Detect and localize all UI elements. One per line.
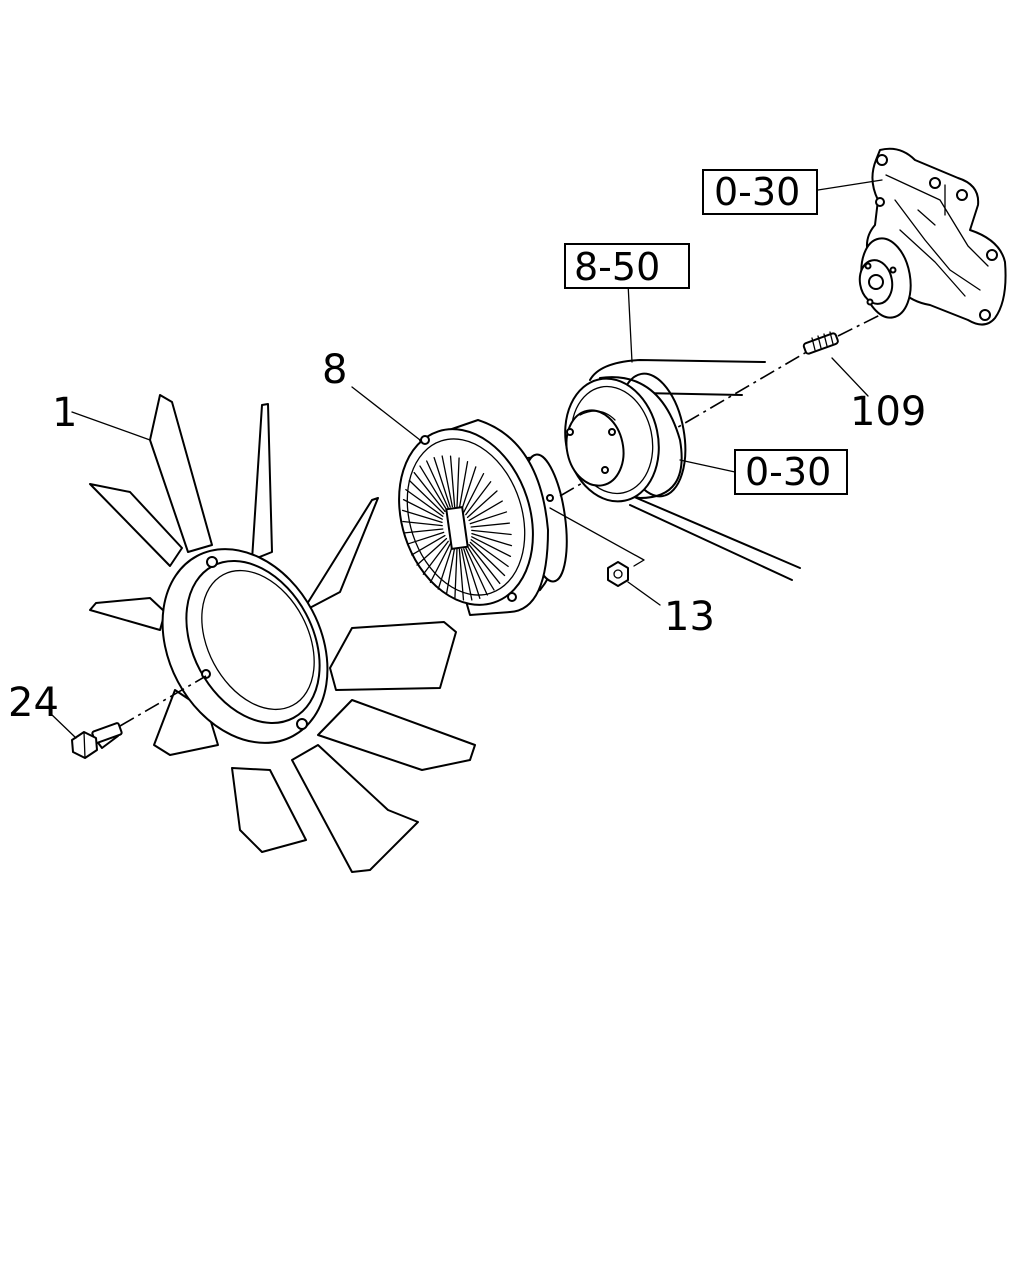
clutch-fin <box>449 455 456 508</box>
clutch-fin <box>466 490 498 519</box>
clutch-fin <box>401 509 443 524</box>
clutch-fin <box>471 536 512 558</box>
ref-water-pump-label: 0-30 <box>714 170 800 214</box>
ref-box-pulley[interactable]: 0-30 <box>734 449 848 495</box>
clutch-fin <box>463 472 485 513</box>
clutch-fin <box>465 481 492 516</box>
stud-axis-line <box>837 314 881 337</box>
clutch-fin <box>429 543 451 584</box>
clutch-fin <box>402 498 443 520</box>
ref-box-water-pump[interactable]: 0-30 <box>702 169 818 215</box>
clutch-fin <box>422 540 449 575</box>
clutch-fin <box>408 479 445 515</box>
clutch-fin <box>458 460 469 510</box>
clutch-fin <box>433 456 451 508</box>
drive-belt[interactable] <box>589 359 801 581</box>
clutch-fin <box>426 460 449 509</box>
clutch-fin <box>445 546 456 596</box>
ref-belt-label: 8-50 <box>574 245 660 289</box>
clutch-fin <box>411 534 446 556</box>
clutch-fin <box>470 522 511 528</box>
clutch-fin <box>471 532 513 547</box>
callout-109: 109 <box>850 389 926 435</box>
clutch-fin <box>468 544 501 585</box>
clutch-fin <box>403 528 444 534</box>
water-pump[interactable] <box>855 147 1007 326</box>
clutch-fin <box>406 531 445 545</box>
clutch-fin <box>419 465 448 511</box>
clutch-fin <box>471 529 512 536</box>
clutch-fin <box>416 537 448 566</box>
fan-bolt[interactable] <box>71 722 123 759</box>
clutch-fin <box>460 548 473 601</box>
leader-lines <box>49 179 883 739</box>
clutch-fin <box>466 545 495 591</box>
clutch-axis-line <box>559 349 811 497</box>
clutch-fin <box>441 455 454 508</box>
clutch-fin <box>469 541 506 577</box>
clutch-fin <box>454 547 458 599</box>
fan-clutch[interactable] <box>377 412 573 623</box>
clutch-fin <box>465 547 488 596</box>
clutch-fin <box>402 520 443 527</box>
clutch-fin <box>437 545 454 590</box>
callout-1: 1 <box>52 390 77 436</box>
clutch-fin <box>456 457 460 509</box>
pulley[interactable] <box>554 368 694 510</box>
nut[interactable] <box>607 561 629 587</box>
clutch-fin <box>468 500 503 522</box>
clutch-fin <box>463 548 481 600</box>
clutch-fin <box>460 466 477 511</box>
clutch-fin <box>458 548 465 601</box>
callout-24: 24 <box>8 680 59 726</box>
clutch-fin <box>405 488 444 517</box>
clutch-fin <box>413 471 446 512</box>
nut-axis-line <box>549 507 645 567</box>
callout-8: 8 <box>322 347 347 393</box>
ref-pulley-label: 0-30 <box>745 450 831 494</box>
stud-bolt[interactable] <box>802 331 839 355</box>
clutch-fin <box>469 511 508 525</box>
callout-13: 13 <box>664 594 715 640</box>
ref-box-belt[interactable]: 8-50 <box>564 243 690 289</box>
cooling-fan[interactable] <box>89 394 476 873</box>
clutch-fin <box>470 539 509 568</box>
